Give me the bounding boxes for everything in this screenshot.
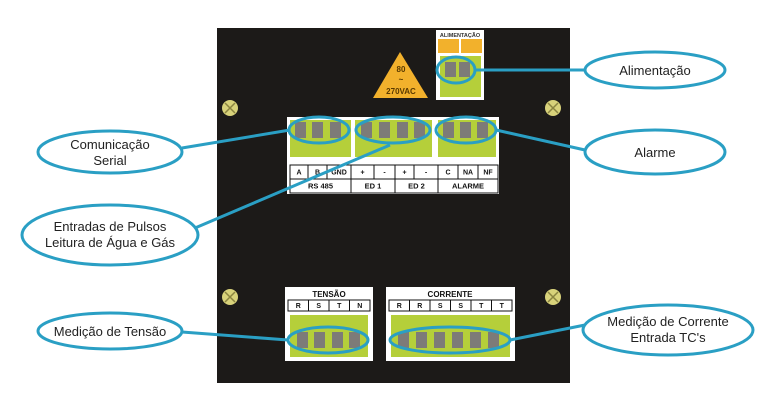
pin-label: + bbox=[402, 170, 406, 177]
current-pin: T bbox=[500, 303, 505, 310]
voltage-warning-triangle: 80 ~ 270VAC bbox=[373, 52, 428, 98]
callout-voltage: Medição de Tensão bbox=[54, 324, 167, 339]
power-terminal: ALIMENTAÇÃO bbox=[436, 30, 484, 100]
group-label: ED 1 bbox=[365, 182, 382, 191]
svg-text:TENSÃO: TENSÃO bbox=[312, 290, 345, 299]
callout-current: Medição de Corrente bbox=[607, 314, 728, 329]
svg-text:Serial: Serial bbox=[93, 153, 126, 168]
pin-label: - bbox=[383, 170, 386, 177]
voltage-pin: N bbox=[357, 303, 362, 310]
current-pin: S bbox=[438, 303, 443, 310]
group-label: ED 2 bbox=[408, 182, 425, 191]
pin-label: B bbox=[315, 170, 320, 177]
callout-power: Alimentação bbox=[619, 63, 691, 78]
current-pin: R bbox=[397, 303, 402, 310]
svg-text:CORRENTE: CORRENTE bbox=[428, 290, 474, 299]
current-pin: R bbox=[417, 303, 422, 310]
screw-icon bbox=[222, 289, 238, 305]
voltage-pin-cell bbox=[349, 299, 371, 312]
group-label: RS 485 bbox=[308, 182, 333, 191]
group-label-cell bbox=[437, 178, 499, 194]
current-pin: S bbox=[458, 303, 463, 310]
pin-label: NF bbox=[483, 170, 493, 177]
current-pin-cell bbox=[491, 299, 513, 312]
svg-text:ALIMENTAÇÃO: ALIMENTAÇÃO bbox=[440, 32, 481, 39]
screw-icon bbox=[222, 100, 238, 116]
callout-serial: Comunicação bbox=[70, 137, 150, 152]
pin-label: NA bbox=[463, 170, 473, 177]
pin-label: A bbox=[296, 170, 301, 177]
screw-icon bbox=[545, 289, 561, 305]
voltage-pin: S bbox=[316, 303, 321, 310]
current-pin: T bbox=[479, 303, 484, 310]
screws bbox=[222, 100, 561, 305]
svg-text:Leitura de Água e Gás: Leitura de Água e Gás bbox=[45, 235, 176, 250]
voltage-pin: R bbox=[296, 303, 301, 310]
voltage-pin: T bbox=[337, 303, 342, 310]
highlights-and-leaders bbox=[20, 50, 755, 357]
group-label: ALARME bbox=[452, 182, 484, 191]
screw-icon bbox=[545, 100, 561, 116]
svg-text:Entrada TC's: Entrada TC's bbox=[630, 330, 706, 345]
pin-label: C bbox=[445, 170, 450, 177]
callout-alarm: Alarme bbox=[634, 145, 675, 160]
pin-label: + bbox=[360, 170, 364, 177]
svg-text:270VAC: 270VAC bbox=[386, 87, 416, 96]
svg-text:~: ~ bbox=[399, 75, 404, 84]
svg-text:80: 80 bbox=[397, 65, 406, 74]
main-terminal-row: A B GND + - + - C NA NF RS 485 ED 1 ED 2 ALARME bbox=[287, 117, 499, 194]
callout-pulses: Entradas de Pulsos bbox=[54, 219, 167, 234]
pin-label: GND bbox=[331, 170, 347, 177]
pin-label: - bbox=[425, 170, 428, 177]
